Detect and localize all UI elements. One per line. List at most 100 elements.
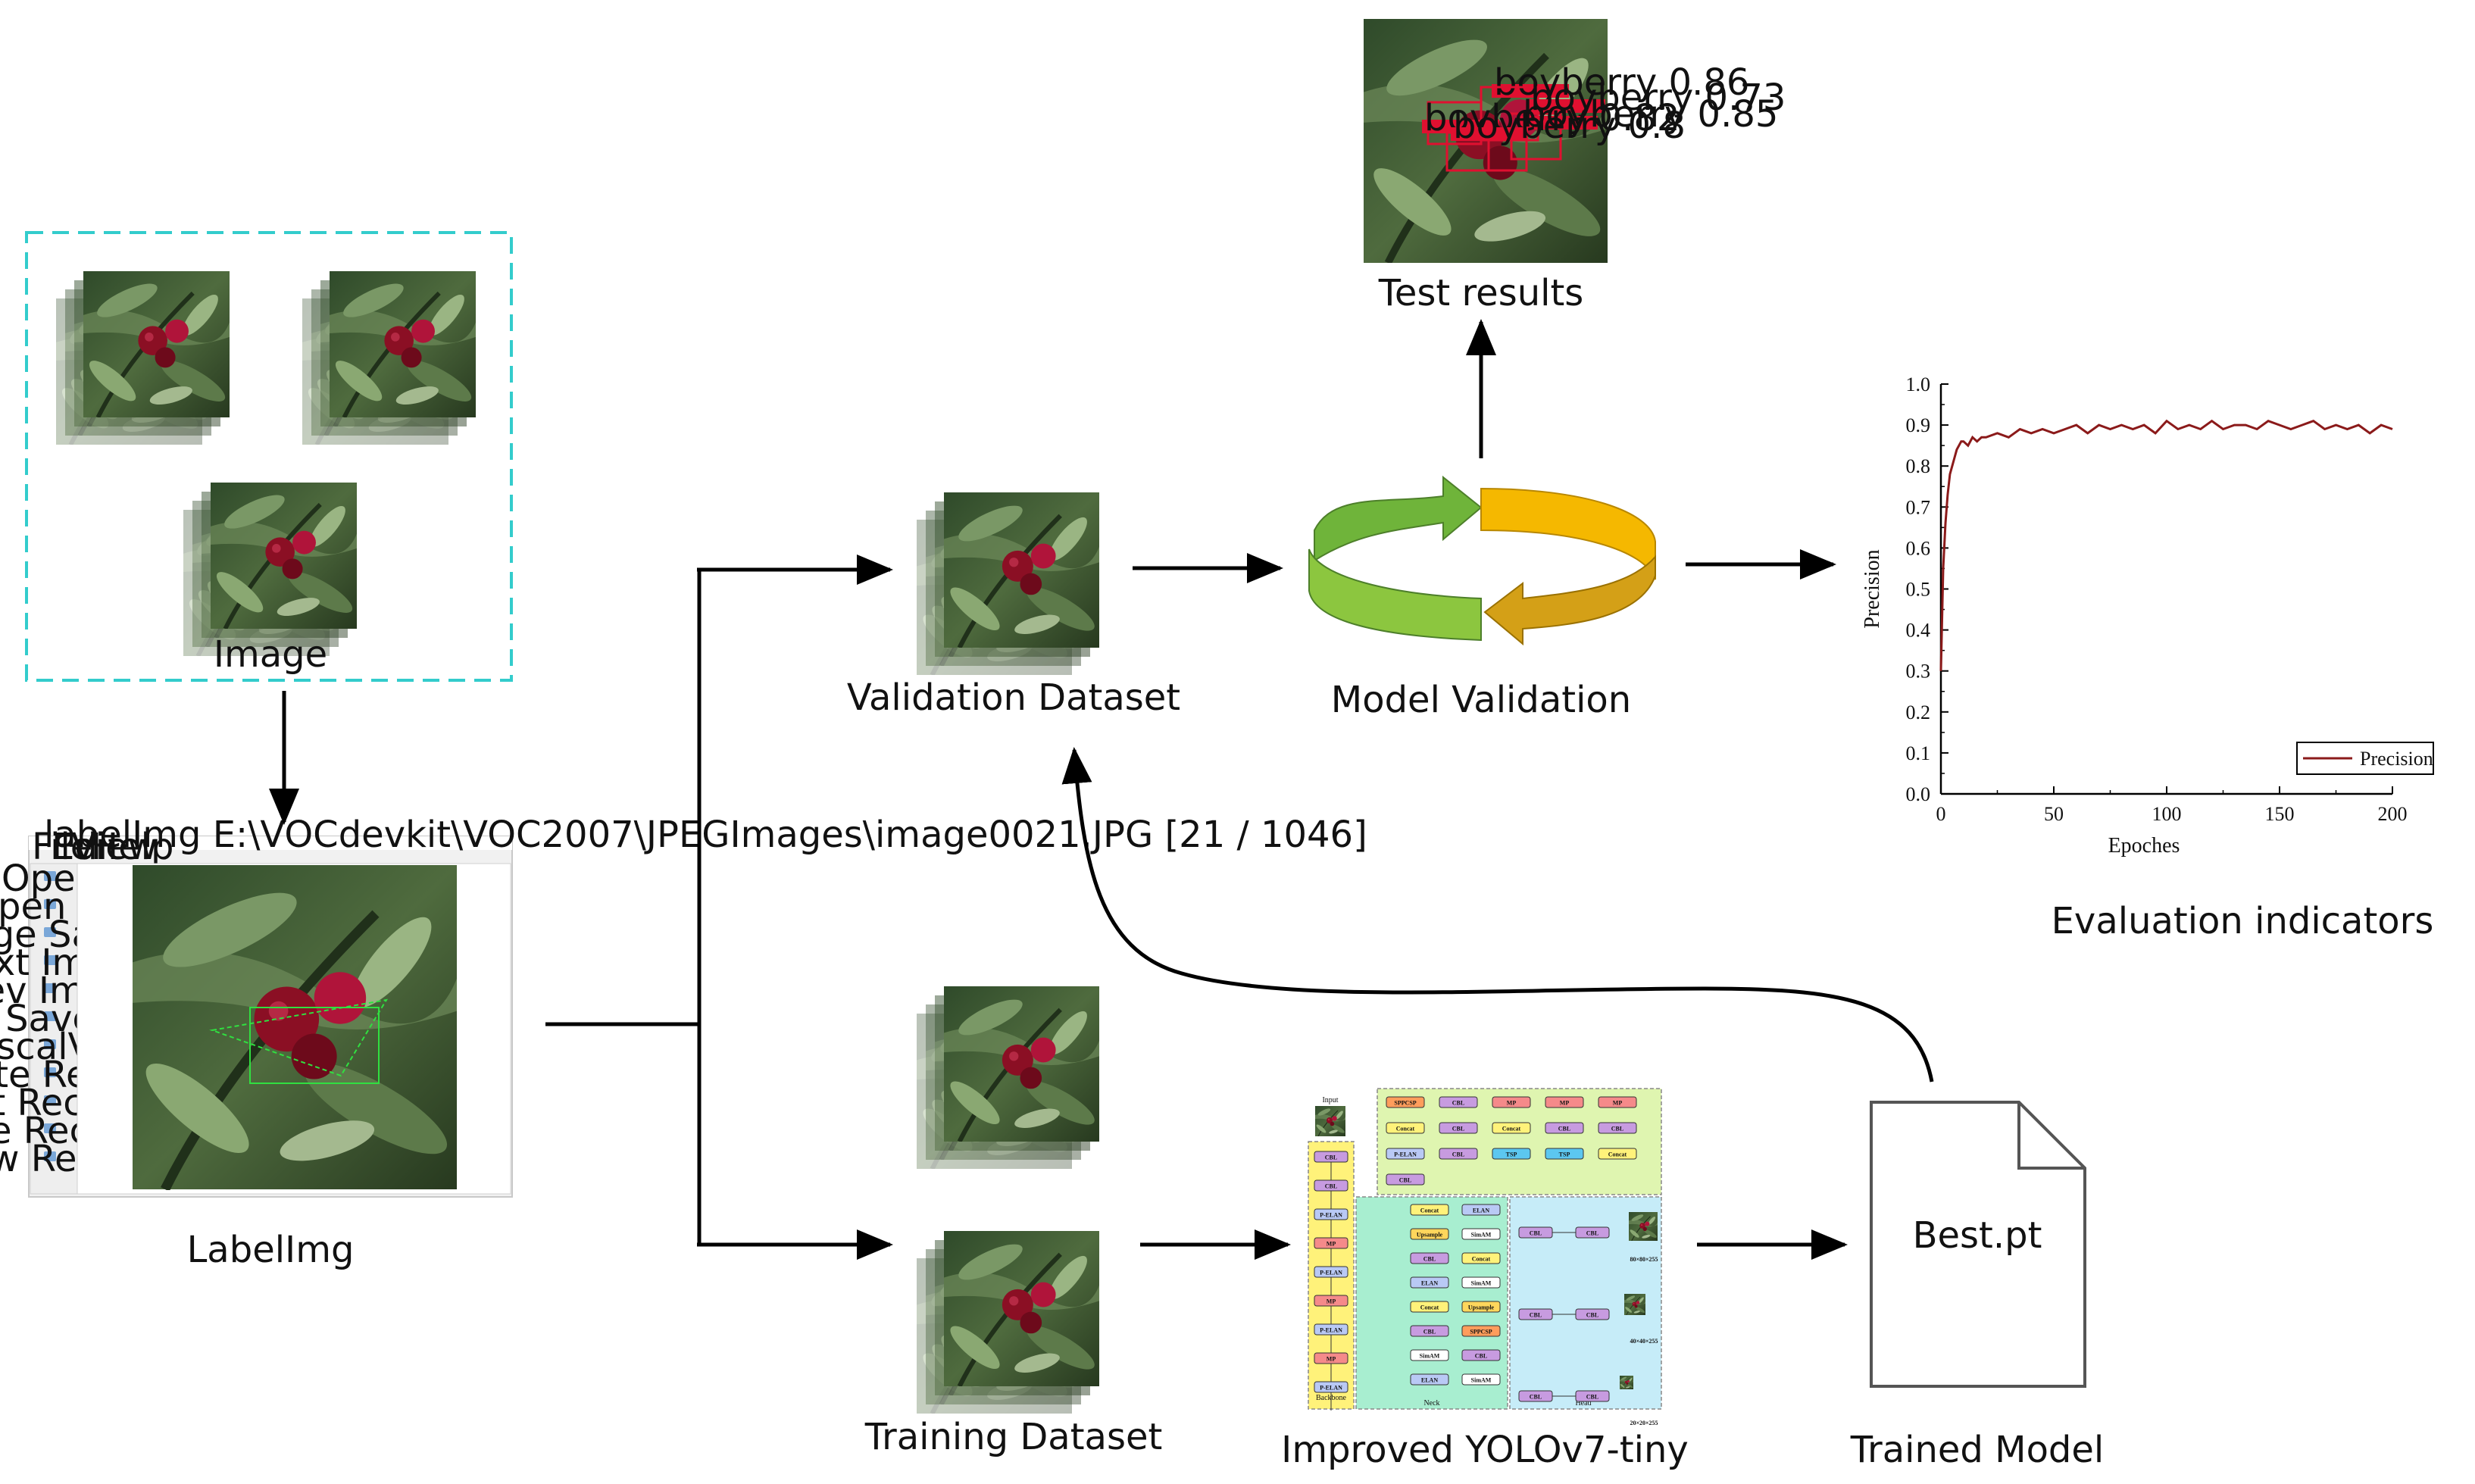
network-block <box>1410 1301 1449 1313</box>
file-icon <box>1870 1101 2086 1388</box>
x-tick-label: 0 <box>1936 803 1946 825</box>
tool-icon <box>44 899 56 909</box>
y-tick-label: 0.9 <box>1906 414 1931 436</box>
network-block-label: MP <box>1327 1241 1336 1248</box>
network-block-label: MP <box>1327 1298 1336 1305</box>
network-block-label: SPPCSP <box>1470 1329 1492 1336</box>
test-results-label: Test results <box>1378 272 1584 314</box>
network-block <box>1461 1276 1501 1289</box>
network-block-label: CBL <box>1530 1394 1542 1401</box>
trained-model-file: Best.pt <box>1870 1101 2086 1388</box>
network-block <box>1314 1266 1348 1278</box>
output-size: 20×20×255 <box>1630 1420 1658 1426</box>
output-thumb <box>1629 1212 1658 1241</box>
tool-icon <box>44 1151 56 1161</box>
network-block-label: Concat <box>1420 1208 1439 1214</box>
network-block <box>1461 1349 1501 1361</box>
cycle-band-yellow <box>1480 487 1656 580</box>
y-tick-label: 0.5 <box>1906 579 1931 601</box>
labelimg-window: labelImg E:\VOCdevkit\VOC2007\JPEGImages… <box>0 814 1367 1198</box>
network-block-label: ELAN <box>1421 1280 1438 1287</box>
network-block-label: SimAM <box>1420 1353 1440 1360</box>
network-block-label: CBL <box>1558 1126 1570 1133</box>
tool-icon <box>44 927 56 937</box>
output-thumb <box>1620 1376 1633 1389</box>
network-block-label: CBL <box>1586 1230 1598 1237</box>
y-tick-label: 0.4 <box>1906 620 1931 642</box>
training-top-stack <box>917 986 1100 1169</box>
training-dataset-stack <box>917 1231 1100 1414</box>
network-block <box>1410 1373 1449 1386</box>
validation-dataset-label: Validation Dataset <box>847 676 1180 719</box>
network-block <box>1410 1276 1449 1289</box>
validation-dataset-stack <box>917 492 1100 675</box>
detection-label: boyberry 0.73 <box>1530 77 1786 119</box>
annotation-polygon <box>209 998 388 1077</box>
network-block <box>1314 1208 1348 1220</box>
tool-icon <box>44 1011 56 1021</box>
image-panel <box>25 231 513 682</box>
arrow-trained-to-validation <box>1061 747 1934 1083</box>
menu-item: Help <box>91 826 173 868</box>
network-block-label: MP <box>1560 1100 1570 1107</box>
network-block-label: MP <box>1327 1356 1336 1363</box>
chart-legend: Precision <box>2296 742 2434 775</box>
network-block-label: SimAM <box>1471 1377 1492 1384</box>
detection-label: boyberry 0.86 <box>1494 61 1749 104</box>
training-dataset-label: Training Dataset <box>864 1416 1163 1458</box>
network-block <box>1386 1173 1425 1186</box>
network-block-label: Upsample <box>1417 1232 1443 1239</box>
network-block-label: P-ELAN <box>1320 1270 1342 1276</box>
network-block-label: CBL <box>1423 1329 1436 1336</box>
network-block <box>1598 1122 1637 1134</box>
network-block-label: CBL <box>1475 1353 1487 1360</box>
network-block-label: CBL <box>1325 1154 1337 1161</box>
network-block-label: CBL <box>1611 1126 1623 1133</box>
network-block-label: CBL <box>1586 1312 1598 1319</box>
detection-label: boyberry 0.8 <box>1453 105 1686 147</box>
network-block <box>1386 1096 1425 1108</box>
network-block <box>1314 1151 1348 1163</box>
network-block <box>1545 1122 1584 1134</box>
x-tick-label: 150 <box>2265 803 2295 825</box>
series-line-precision <box>1939 419 2393 671</box>
tool-icon <box>44 1067 56 1077</box>
network-block-label: P-ELAN <box>1320 1212 1342 1219</box>
network-block-label: ELAN <box>1421 1377 1438 1384</box>
model-validation-cycle <box>1308 475 1656 646</box>
network-block <box>1410 1204 1449 1216</box>
tool-icon <box>44 1039 56 1049</box>
network-block <box>1461 1204 1501 1216</box>
network-block-label: MP <box>1507 1100 1517 1107</box>
network-block-label: SimAM <box>1471 1280 1492 1287</box>
x-tick-label: 200 <box>2378 803 2408 825</box>
menu-item: View <box>71 826 158 868</box>
y-tick-label: 0.8 <box>1906 455 1931 477</box>
network-block-label: CBL <box>1452 1151 1464 1158</box>
detection-tag <box>1520 116 1598 130</box>
tool-icon <box>44 1095 56 1105</box>
network-block-label: CBL <box>1423 1256 1436 1263</box>
tool-icon <box>44 955 56 965</box>
network-block <box>1492 1122 1531 1134</box>
network-block <box>1492 1096 1531 1108</box>
network-block <box>1461 1301 1501 1313</box>
network-block <box>1410 1228 1449 1240</box>
improved-yolo-label: Improved YOLOv7-tiny <box>1281 1429 1689 1471</box>
network-block <box>1314 1295 1348 1307</box>
y-tick-label: 0.1 <box>1906 742 1931 764</box>
network-block <box>1410 1325 1449 1337</box>
network-block <box>1386 1148 1425 1160</box>
network-block <box>1439 1096 1478 1108</box>
network-block-label: TSP <box>1506 1151 1517 1158</box>
y-tick-label: 0.0 <box>1906 783 1931 805</box>
y-tick-label: 0.2 <box>1906 701 1931 723</box>
network-block-label: Concat <box>1396 1126 1415 1133</box>
network-block <box>1598 1148 1637 1160</box>
output-size: 80×80×255 <box>1630 1256 1658 1263</box>
